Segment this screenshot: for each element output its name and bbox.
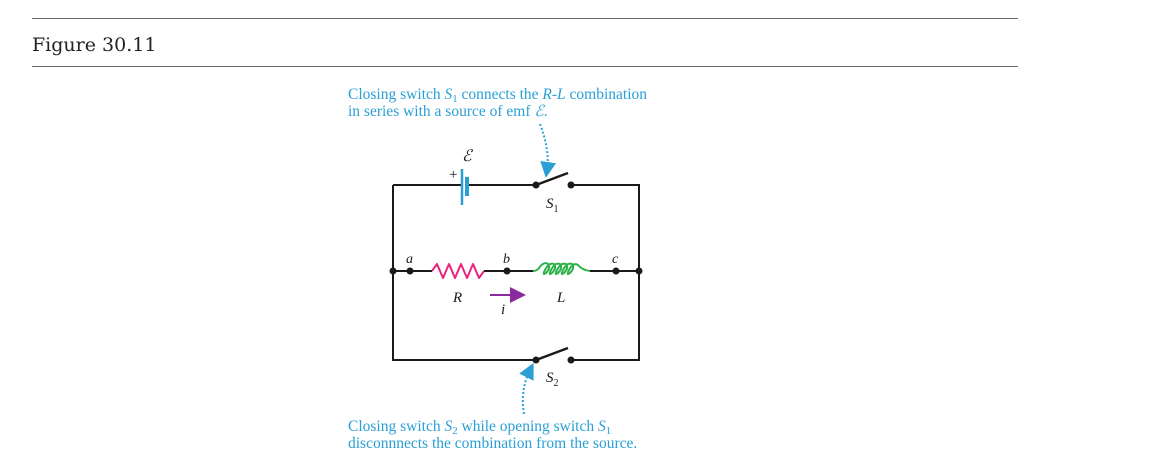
figure-title: Figure 30.11 (32, 34, 157, 56)
switch-2-terminal-right (567, 356, 575, 364)
switch-2-callout-arrow (519, 362, 534, 415)
switch-1-label: S1 (546, 196, 559, 215)
bottom-wire-left (392, 271, 536, 361)
current-label: i (501, 302, 505, 318)
top-wire-left (392, 184, 462, 271)
bottom-rule (32, 66, 1018, 67)
switch-1-callout-arrow (539, 123, 557, 178)
caption-switch-1-line-1: Closing switch S1 connects the R-L combi… (348, 86, 648, 105)
node-b-label: b (503, 252, 510, 267)
caption-switch-2: Closing switch S2 while opening switch S… (348, 418, 637, 452)
emf-label: ℰ (462, 148, 474, 165)
switch-2-blade (535, 346, 569, 362)
battery-plus-sign: + (449, 167, 457, 183)
caption-switch-2-line-1: Closing switch S2 while opening switch S… (348, 418, 612, 437)
node-c-label: c (612, 252, 619, 267)
top-rule (32, 18, 1018, 19)
switch-1-blade (535, 171, 569, 187)
caption-switch-1: Closing switch S1 connects the R-L combi… (348, 86, 647, 120)
node-a-label: a (406, 252, 413, 267)
caption-switch-1-line-2: in series with a source of emf ℰ. (348, 103, 548, 120)
resistor-label: R (452, 290, 462, 306)
switch-2-label: S2 (546, 370, 559, 389)
resistor-zigzag (431, 263, 485, 279)
bottom-wire-right (571, 271, 640, 361)
top-wire-right (571, 184, 640, 271)
switch-1-terminal-right (567, 181, 575, 189)
inductor-coil (532, 262, 591, 275)
caption-switch-2-line-2: disconnnects the combination from the so… (348, 435, 638, 452)
inductor-label: L (556, 290, 565, 306)
